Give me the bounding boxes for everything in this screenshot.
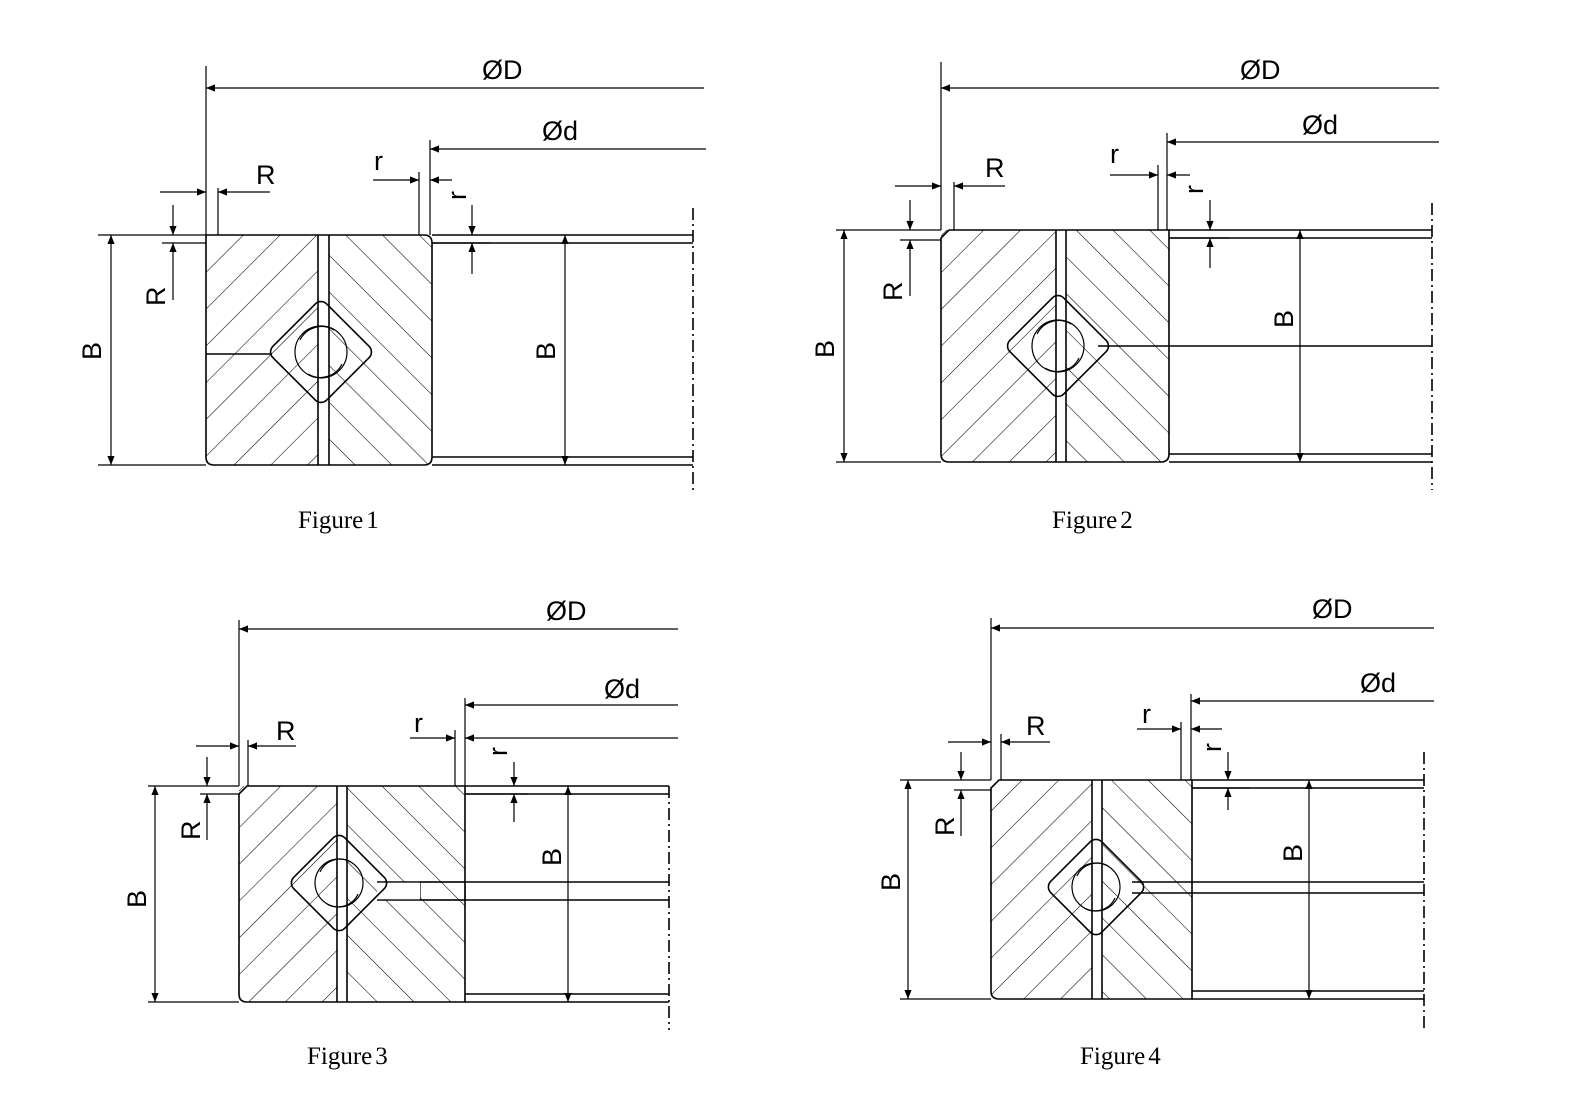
height-label: B: [122, 890, 152, 908]
outer-chamfer-label-vertical: R: [878, 282, 908, 302]
inner-ring-section: [329, 235, 432, 465]
outer-chamfer-label: R: [985, 153, 1005, 183]
inner-diameter-label: Ød: [1302, 110, 1338, 140]
height-label: B: [77, 342, 107, 360]
outer-diameter-label: ØD: [482, 55, 523, 85]
outer-diameter-label: ØD: [546, 596, 587, 626]
ball-cage: [269, 300, 373, 404]
height-label: B: [810, 340, 840, 358]
height-label-inner: B: [1269, 310, 1299, 328]
inner-diameter-label: Ød: [1360, 668, 1396, 698]
inner-chamfer-label: r: [1110, 139, 1119, 169]
outer-diameter-label: ØD: [1240, 55, 1281, 85]
inner-chamfer-label-vertical: r: [442, 191, 472, 200]
inner-chamfer-label: r: [414, 708, 423, 738]
outer-ring-section: [206, 235, 318, 465]
ball-cage: [290, 834, 388, 932]
outer-ring-section: [941, 230, 1056, 462]
height-label-inner: B: [537, 848, 567, 866]
inner-diameter-label: Ød: [542, 116, 578, 146]
inner-chamfer-label-vertical: r: [1197, 743, 1227, 752]
outer-diameter-label: ØD: [1312, 594, 1353, 624]
inner-diameter-label: Ød: [604, 674, 640, 704]
outer-chamfer-label-vertical: R: [141, 287, 171, 307]
inner-chamfer-label-vertical: r: [483, 747, 513, 756]
inner-chamfer-label: r: [374, 146, 383, 176]
outer-chamfer-label-vertical: R: [176, 821, 206, 841]
outer-ring-section: [991, 780, 1092, 999]
outer-chamfer-label: R: [256, 160, 276, 190]
height-label-inner: B: [531, 342, 561, 360]
inner-chamfer-label-vertical: r: [1179, 185, 1209, 194]
inner-chamfer-label: r: [1142, 699, 1151, 729]
ball-cage: [1047, 838, 1145, 936]
height-label-inner: B: [1278, 844, 1308, 862]
outer-chamfer-label: R: [1026, 711, 1046, 741]
ball-cage: [1006, 294, 1110, 398]
height-label: B: [876, 873, 906, 891]
inner-ring-section: [1102, 780, 1192, 999]
outer-chamfer-label-vertical: R: [930, 817, 960, 837]
outer-ring-section: [239, 786, 337, 1002]
outer-chamfer-label: R: [276, 716, 296, 746]
